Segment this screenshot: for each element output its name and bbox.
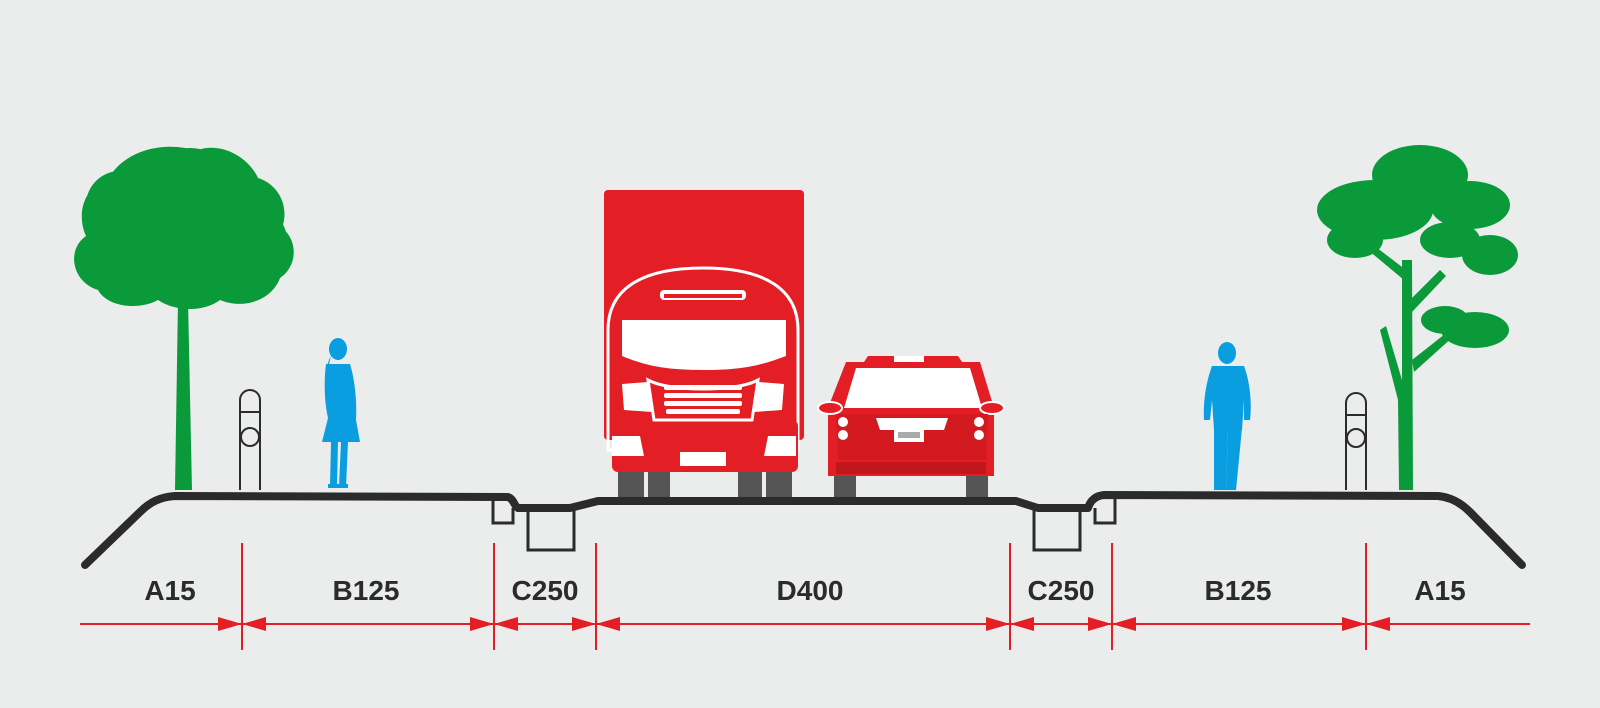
deciduous-tree-icon-left bbox=[74, 146, 294, 490]
woman-pedestrian-icon bbox=[322, 338, 360, 488]
dimension-arrowhead bbox=[218, 617, 242, 631]
dimension-arrowhead bbox=[1112, 617, 1136, 631]
dimension-arrowhead bbox=[242, 617, 266, 631]
dimension-arrowhead bbox=[1366, 617, 1390, 631]
zone-label-c250-left: C250 bbox=[512, 575, 579, 606]
dimension-arrowhead bbox=[1010, 617, 1034, 631]
dimension-arrowhead bbox=[494, 617, 518, 631]
zone-label-b125-left: B125 bbox=[333, 575, 400, 606]
dimension-lines bbox=[80, 543, 1530, 650]
pine-tree-icon-right bbox=[1317, 145, 1518, 490]
zone-label-a15-right: A15 bbox=[1414, 575, 1465, 606]
dimension-arrowhead bbox=[986, 617, 1010, 631]
zone-label-b125-right: B125 bbox=[1205, 575, 1272, 606]
bollard-icon-right bbox=[1345, 392, 1367, 490]
drain-channel-icon bbox=[491, 496, 1117, 552]
dimension-arrowhead bbox=[572, 617, 596, 631]
car-icon bbox=[817, 356, 1005, 500]
zone-label-a15-left: A15 bbox=[144, 575, 195, 606]
zone-label-d400: D400 bbox=[777, 575, 844, 606]
zone-label-c250-right: C250 bbox=[1028, 575, 1095, 606]
dimension-arrowhead bbox=[1342, 617, 1366, 631]
dimension-arrowhead bbox=[596, 617, 620, 631]
bollard-icon-left bbox=[239, 389, 261, 490]
dimension-arrowhead bbox=[470, 617, 494, 631]
dimension-arrowhead bbox=[1088, 617, 1112, 631]
road-profile bbox=[81, 491, 1526, 569]
man-pedestrian-icon bbox=[1203, 342, 1251, 490]
truck-icon bbox=[604, 190, 804, 500]
